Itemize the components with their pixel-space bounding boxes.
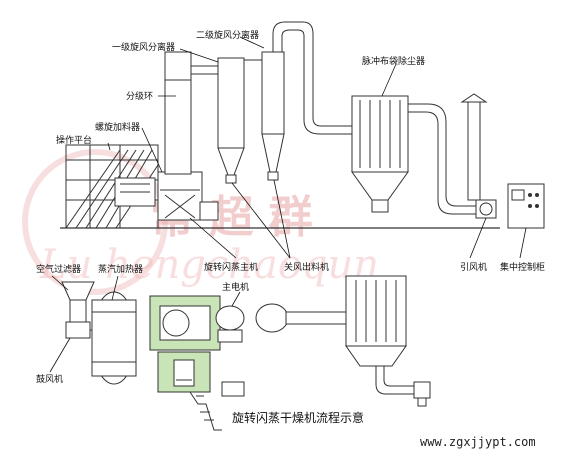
leader-lines bbox=[107, 36, 527, 259]
label-secondary-cyclone: 二级旋风分离器 bbox=[196, 29, 259, 41]
drying-chamber bbox=[149, 295, 221, 393]
label-steam-heater: 蒸汽加热器 bbox=[98, 263, 143, 275]
diagram-title: 旋转闪蒸干燥机流程示意 bbox=[232, 410, 364, 425]
plan-bag-filter bbox=[345, 275, 431, 407]
watermark-ring bbox=[22, 149, 168, 295]
label-air-filter: 空气过滤器 bbox=[36, 263, 81, 275]
source-url: www.zgxjjypt.com bbox=[420, 435, 536, 449]
plan-cyclones bbox=[255, 303, 347, 333]
induced-fan bbox=[460, 93, 497, 219]
main-motor bbox=[215, 291, 245, 343]
label-classifier-ring: 分级环 bbox=[126, 90, 153, 102]
flash-main-unit bbox=[114, 51, 219, 221]
primary-cyclone bbox=[191, 57, 245, 184]
label-pulse-bag-filter: 脉冲布袋除尘器 bbox=[362, 55, 425, 67]
label-flash-main-unit: 旋转闪蒸主机 bbox=[204, 261, 258, 273]
label-primary-cyclone: 一级旋风分离器 bbox=[112, 41, 175, 53]
elevation-view: 二级旋风分离器 一级旋风分离器 分级环 螺旋加料器 操作平台 脉冲布袋除尘器 旋… bbox=[56, 21, 545, 273]
air-filter bbox=[61, 281, 95, 339]
pulse-bag-filter bbox=[351, 95, 478, 215]
plan-stair bbox=[189, 381, 245, 431]
label-main-motor: 主电机 bbox=[222, 281, 249, 293]
steam-heater bbox=[90, 291, 137, 385]
label-operating-platform: 操作平台 bbox=[56, 134, 92, 146]
label-induced-fan: 引风机 bbox=[460, 261, 487, 273]
watermark-script: Lu hengchaoqun bbox=[39, 242, 379, 288]
secondary-cyclone bbox=[244, 21, 356, 181]
label-screw-feeder: 螺旋加料器 bbox=[95, 121, 140, 133]
label-airlock-discharger: 关风出料机 bbox=[284, 261, 329, 273]
plan-view: 空气过滤器 蒸汽加热器 主电机 鼓风机 bbox=[36, 263, 431, 431]
label-control-cabinet: 集中控制柜 bbox=[500, 261, 545, 273]
control-cabinet bbox=[507, 183, 545, 229]
label-blower: 鼓风机 bbox=[36, 373, 63, 385]
